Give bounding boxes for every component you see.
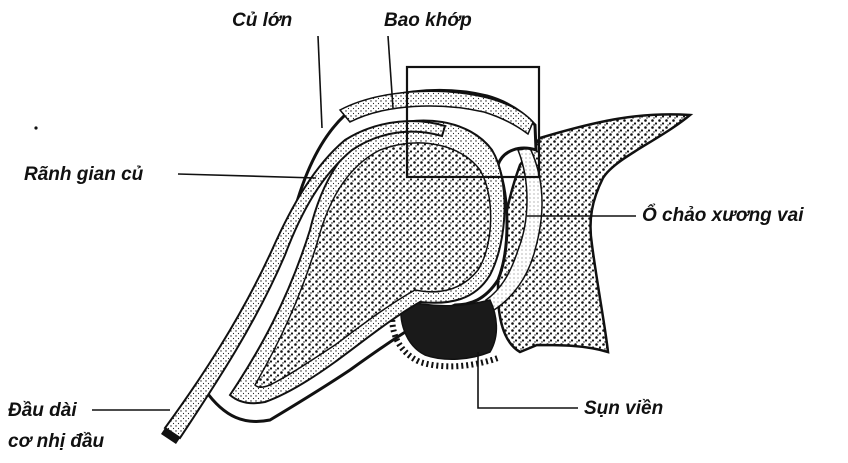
label-greater-tubercle: Củ lớn (232, 11, 292, 30)
leader-cu-lon (318, 36, 322, 128)
leader-ranh-gian-cu (178, 174, 316, 178)
synovial-cavity (401, 300, 497, 359)
stray-mark (34, 126, 37, 129)
label-glenoid-cavity: Ổ chảo xương vai (642, 206, 803, 225)
label-biceps-long-head-line2: cơ nhị đầu (8, 432, 104, 451)
label-biceps-long-head-line1: Đầu dài (8, 401, 77, 420)
label-glenoid-labrum: Sụn viền (584, 399, 663, 418)
label-joint-capsule: Bao khớp (384, 11, 472, 30)
label-intertubercular-groove: Rãnh gian củ (24, 165, 143, 184)
